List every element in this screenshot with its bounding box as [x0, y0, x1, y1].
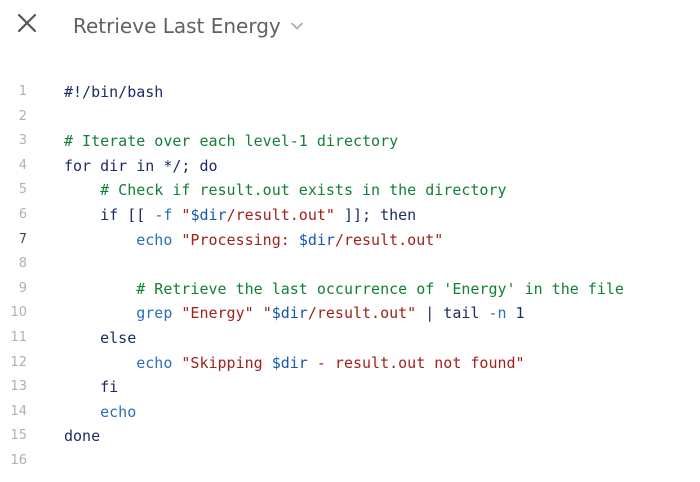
code-token: # Retrieve the last occurrence of 'Energ… [136, 279, 624, 298]
code-token: "Processing: [181, 230, 299, 249]
code-token: if [[ [64, 205, 155, 224]
line-number: 11 [10, 329, 27, 345]
page-title: Retrieve Last Energy [73, 14, 281, 38]
code-text: #!/bin/bash [64, 80, 163, 105]
code-token: echo [100, 402, 137, 421]
line-number: 5 [18, 182, 27, 198]
line-number: 6 [18, 206, 27, 222]
chevron-down-icon [290, 22, 303, 30]
close-button[interactable] [14, 10, 42, 38]
line-number: 8 [18, 256, 27, 272]
code-token [64, 304, 136, 322]
code-token: # Iterate over each level-1 directory [64, 132, 399, 151]
code-token [64, 181, 100, 199]
code-token: | tail [416, 304, 489, 323]
line-number: 7 [18, 231, 27, 247]
code-token: - result.out not found" [307, 353, 525, 372]
code-token: -n [488, 304, 507, 323]
code-token: "Energy" [181, 304, 254, 323]
code-token: /result.out" [307, 304, 417, 323]
code-token: " [181, 205, 191, 224]
code-line[interactable]: 16 [0, 449, 700, 474]
line-number: 14 [10, 403, 27, 419]
code-line[interactable]: 7 echo "Processing: $dir/result.out" [0, 228, 700, 253]
code-text: echo [64, 400, 136, 425]
code-token: for dir in */; do [64, 156, 218, 175]
code-text: echo "Skipping $dir - result.out not fou… [64, 351, 525, 376]
code-token: echo [136, 230, 173, 249]
code-token: /result.out" [226, 205, 335, 224]
line-number: 15 [10, 428, 27, 444]
code-token: /result.out" [334, 230, 444, 249]
line-number: 16 [10, 452, 27, 468]
code-line[interactable]: 5 # Check if result.out exists in the di… [0, 178, 700, 203]
code-line[interactable]: 13 fi [0, 375, 700, 400]
line-number: 12 [10, 354, 27, 370]
code-line[interactable]: 9 # Retrieve the last occurrence of 'Ene… [0, 277, 700, 302]
header-bar: Retrieve Last Energy [0, 0, 700, 52]
code-token: 1 [506, 304, 525, 323]
code-line[interactable]: 1 #!/bin/bash [0, 80, 700, 105]
code-text: grep "Energy" "$dir/result.out" | tail -… [64, 301, 525, 326]
code-token: $dir [271, 353, 308, 372]
code-line[interactable]: 2 [0, 105, 700, 130]
code-text: else [64, 326, 136, 351]
code-token: "Skipping [181, 353, 272, 372]
code-token: echo [136, 353, 173, 372]
code-text: # Retrieve the last occurrence of 'Energ… [64, 277, 624, 302]
code-editor[interactable]: 1 #!/bin/bash 2 3 # Iterate over each level-… [0, 80, 700, 474]
code-text: # Iterate over each level-1 directory [64, 129, 398, 154]
code-line[interactable]: 6 if [[ -f "$dir/result.out" ]]; then [0, 203, 700, 228]
line-number: 3 [18, 133, 27, 149]
code-token: ]]; then [334, 205, 417, 224]
code-line[interactable]: 15 done [0, 424, 700, 449]
code-text: if [[ -f "$dir/result.out" ]]; then [64, 203, 416, 228]
code-token [64, 354, 136, 372]
code-text: done [64, 424, 100, 449]
code-line[interactable]: 4 for dir in */; do [0, 154, 700, 179]
title-dropdown[interactable]: Retrieve Last Energy [73, 12, 304, 40]
code-token: $dir [190, 205, 227, 224]
code-line[interactable]: 3 # Iterate over each level-1 directory [0, 129, 700, 154]
code-token: $dir [271, 304, 308, 323]
line-number: 2 [18, 108, 27, 124]
code-token [64, 280, 136, 298]
code-token: $dir [298, 230, 335, 249]
code-line[interactable]: 12 echo "Skipping $dir - result.out not … [0, 351, 700, 376]
line-number: 10 [10, 305, 27, 321]
code-line[interactable]: 10 grep "Energy" "$dir/result.out" | tai… [0, 301, 700, 326]
code-line[interactable]: 11 else [0, 326, 700, 351]
code-token: -f [154, 205, 173, 224]
code-token [254, 304, 263, 322]
code-token: #!/bin/bash [64, 83, 164, 101]
code-line[interactable]: 14 echo [0, 400, 700, 425]
code-token: " [262, 304, 272, 323]
close-icon [17, 13, 37, 33]
code-token: done [64, 427, 101, 446]
line-number: 9 [18, 280, 27, 296]
code-text: echo "Processing: $dir/result.out" [64, 228, 443, 253]
code-text: for dir in */; do [64, 154, 218, 179]
code-line[interactable]: 8 [0, 252, 700, 277]
code-text: # Check if result.out exists in the dire… [64, 178, 507, 203]
code-token [64, 231, 136, 249]
code-token: grep [136, 304, 173, 323]
code-token: else [64, 328, 137, 347]
line-number: 4 [18, 157, 27, 173]
code-token: # Check if result.out exists in the dire… [100, 181, 507, 200]
code-token: fi [64, 378, 119, 397]
code-text: fi [64, 375, 118, 400]
line-number: 1 [18, 84, 27, 99]
code-token [64, 403, 100, 421]
line-number: 13 [10, 379, 27, 395]
